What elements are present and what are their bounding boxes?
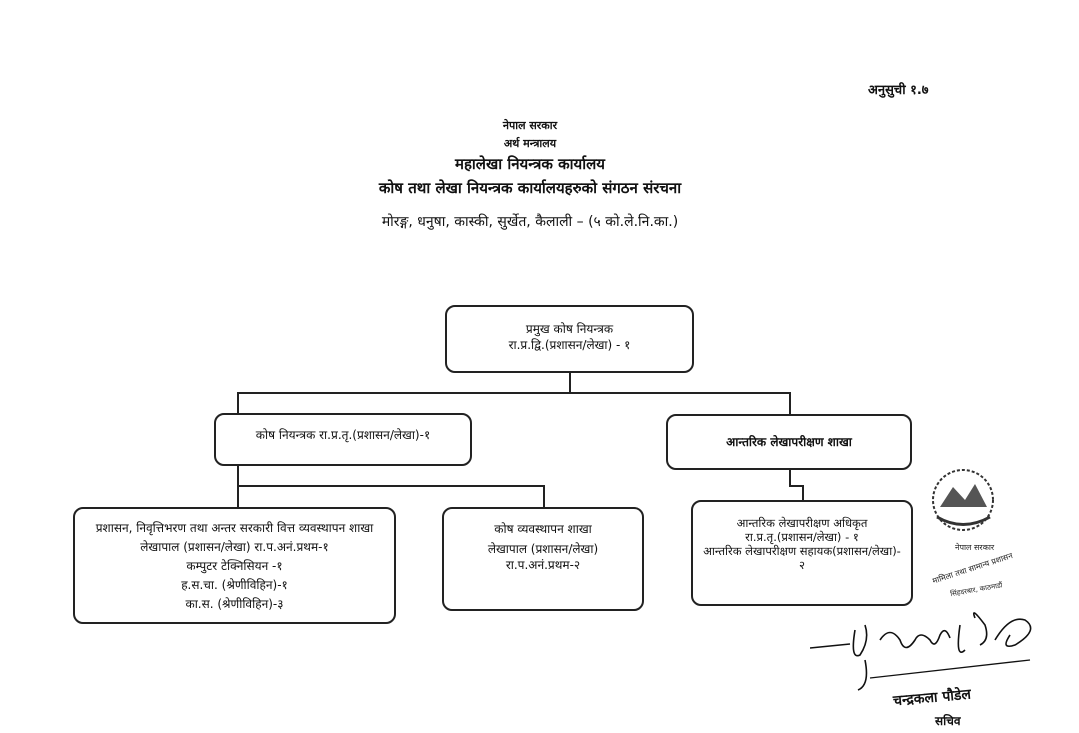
connector-line — [543, 485, 545, 507]
svg-text:नेपाल सरकार: नेपाल सरकार — [955, 542, 995, 552]
svg-text:सिंहदरबार, काठमाडौं: सिंहदरबार, काठमाडौं — [950, 580, 1004, 598]
connector-line — [237, 485, 544, 487]
svg-text:मामिला तथा सामान्य प्रशासन: मामिला तथा सामान्य प्रशासन — [931, 550, 1014, 586]
org-box-treasury-management-section: कोष व्यवस्थापन शाखा लेखापाल (प्रशासन/लेख… — [442, 507, 644, 611]
page-title: कोष तथा लेखा नियन्त्रक कार्यालयहरुको संग… — [378, 179, 682, 197]
box-text: लेखापाल (प्रशासन/लेखा) — [487, 542, 599, 556]
page-subtitle: मोरङ्ग, धनुषा, कास्की, सुर्खेत, कैलाली –… — [381, 214, 679, 230]
government-label: नेपाल सरकार — [502, 119, 558, 132]
box-text: कोष नियन्त्रक रा.प्र.तृ.(प्रशासन/लेखा)-१ — [255, 428, 431, 442]
connector-line — [237, 392, 790, 394]
box-text: लेखापाल (प्रशासन/लेखा) रा.प.अनं.प्रथम-१ — [140, 540, 329, 554]
ministry-label: अर्थ मन्त्रालय — [503, 137, 557, 150]
org-box-internal-audit-section: आन्तरिक लेखापरीक्षण शाखा — [666, 414, 912, 470]
signature — [810, 612, 1032, 691]
document-header: नेपाल सरकार अर्थ मन्त्रालय महालेखा नियन्… — [300, 116, 760, 232]
box-text: रा.प्र.द्वि.(प्रशासन/लेखा) - १ — [508, 338, 631, 352]
box-text: २ — [799, 558, 805, 572]
connector-line — [789, 469, 791, 485]
connector-line — [237, 485, 239, 507]
box-text: कम्पुटर टेक्निसियन -१ — [186, 559, 283, 573]
box-text: प्रशासन, निवृत्तिभरण तथा अन्तर सरकारी वि… — [95, 521, 374, 535]
box-text: आन्तरिक लेखापरीक्षण सहायक(प्रशासन/लेखा)- — [703, 544, 901, 558]
box-text: रा.प.अनं.प्रथम-२ — [505, 558, 581, 572]
box-text: आन्तरिक लेखापरीक्षण शाखा — [726, 435, 852, 449]
box-text: रा.प्र.तृ.(प्रशासन/लेखा) - १ — [745, 530, 859, 544]
org-box-chief-controller: प्रमुख कोष नियन्त्रक रा.प्र.द्वि.(प्रशास… — [445, 305, 694, 373]
box-text: ह.स.चा. (श्रेणीविहिन)-१ — [181, 578, 288, 592]
connector-line — [237, 465, 239, 485]
connector-line — [789, 485, 803, 487]
connector-line — [569, 372, 571, 393]
box-text: प्रमुख कोष नियन्त्रक — [525, 322, 614, 336]
org-box-administration-section: प्रशासन, निवृत्तिभरण तथा अन्तर सरकारी वि… — [73, 507, 396, 624]
connector-line — [789, 392, 791, 414]
signatory-title: सचिव — [935, 714, 961, 728]
annex-label: अनुसुची १.७ — [868, 83, 929, 98]
box-text: का.स. (श्रेणीविहिन)-३ — [185, 597, 284, 611]
org-box-internal-audit-officer: आन्तरिक लेखापरीक्षण अधिकृत रा.प्र.तृ.(प्… — [691, 500, 913, 606]
official-stamp: नेपाल सरकार मामिला तथा सामान्य प्रशासन स… — [931, 469, 1014, 598]
connector-line — [802, 485, 804, 500]
office-title: महालेखा नियन्त्रक कार्यालय — [454, 155, 606, 173]
box-text: कोष व्यवस्थापन शाखा — [494, 522, 592, 536]
box-text: आन्तरिक लेखापरीक्षण अधिकृत — [736, 516, 868, 530]
connector-line — [237, 392, 239, 414]
org-box-treasury-controller: कोष नियन्त्रक रा.प्र.तृ.(प्रशासन/लेखा)-१ — [214, 413, 472, 466]
